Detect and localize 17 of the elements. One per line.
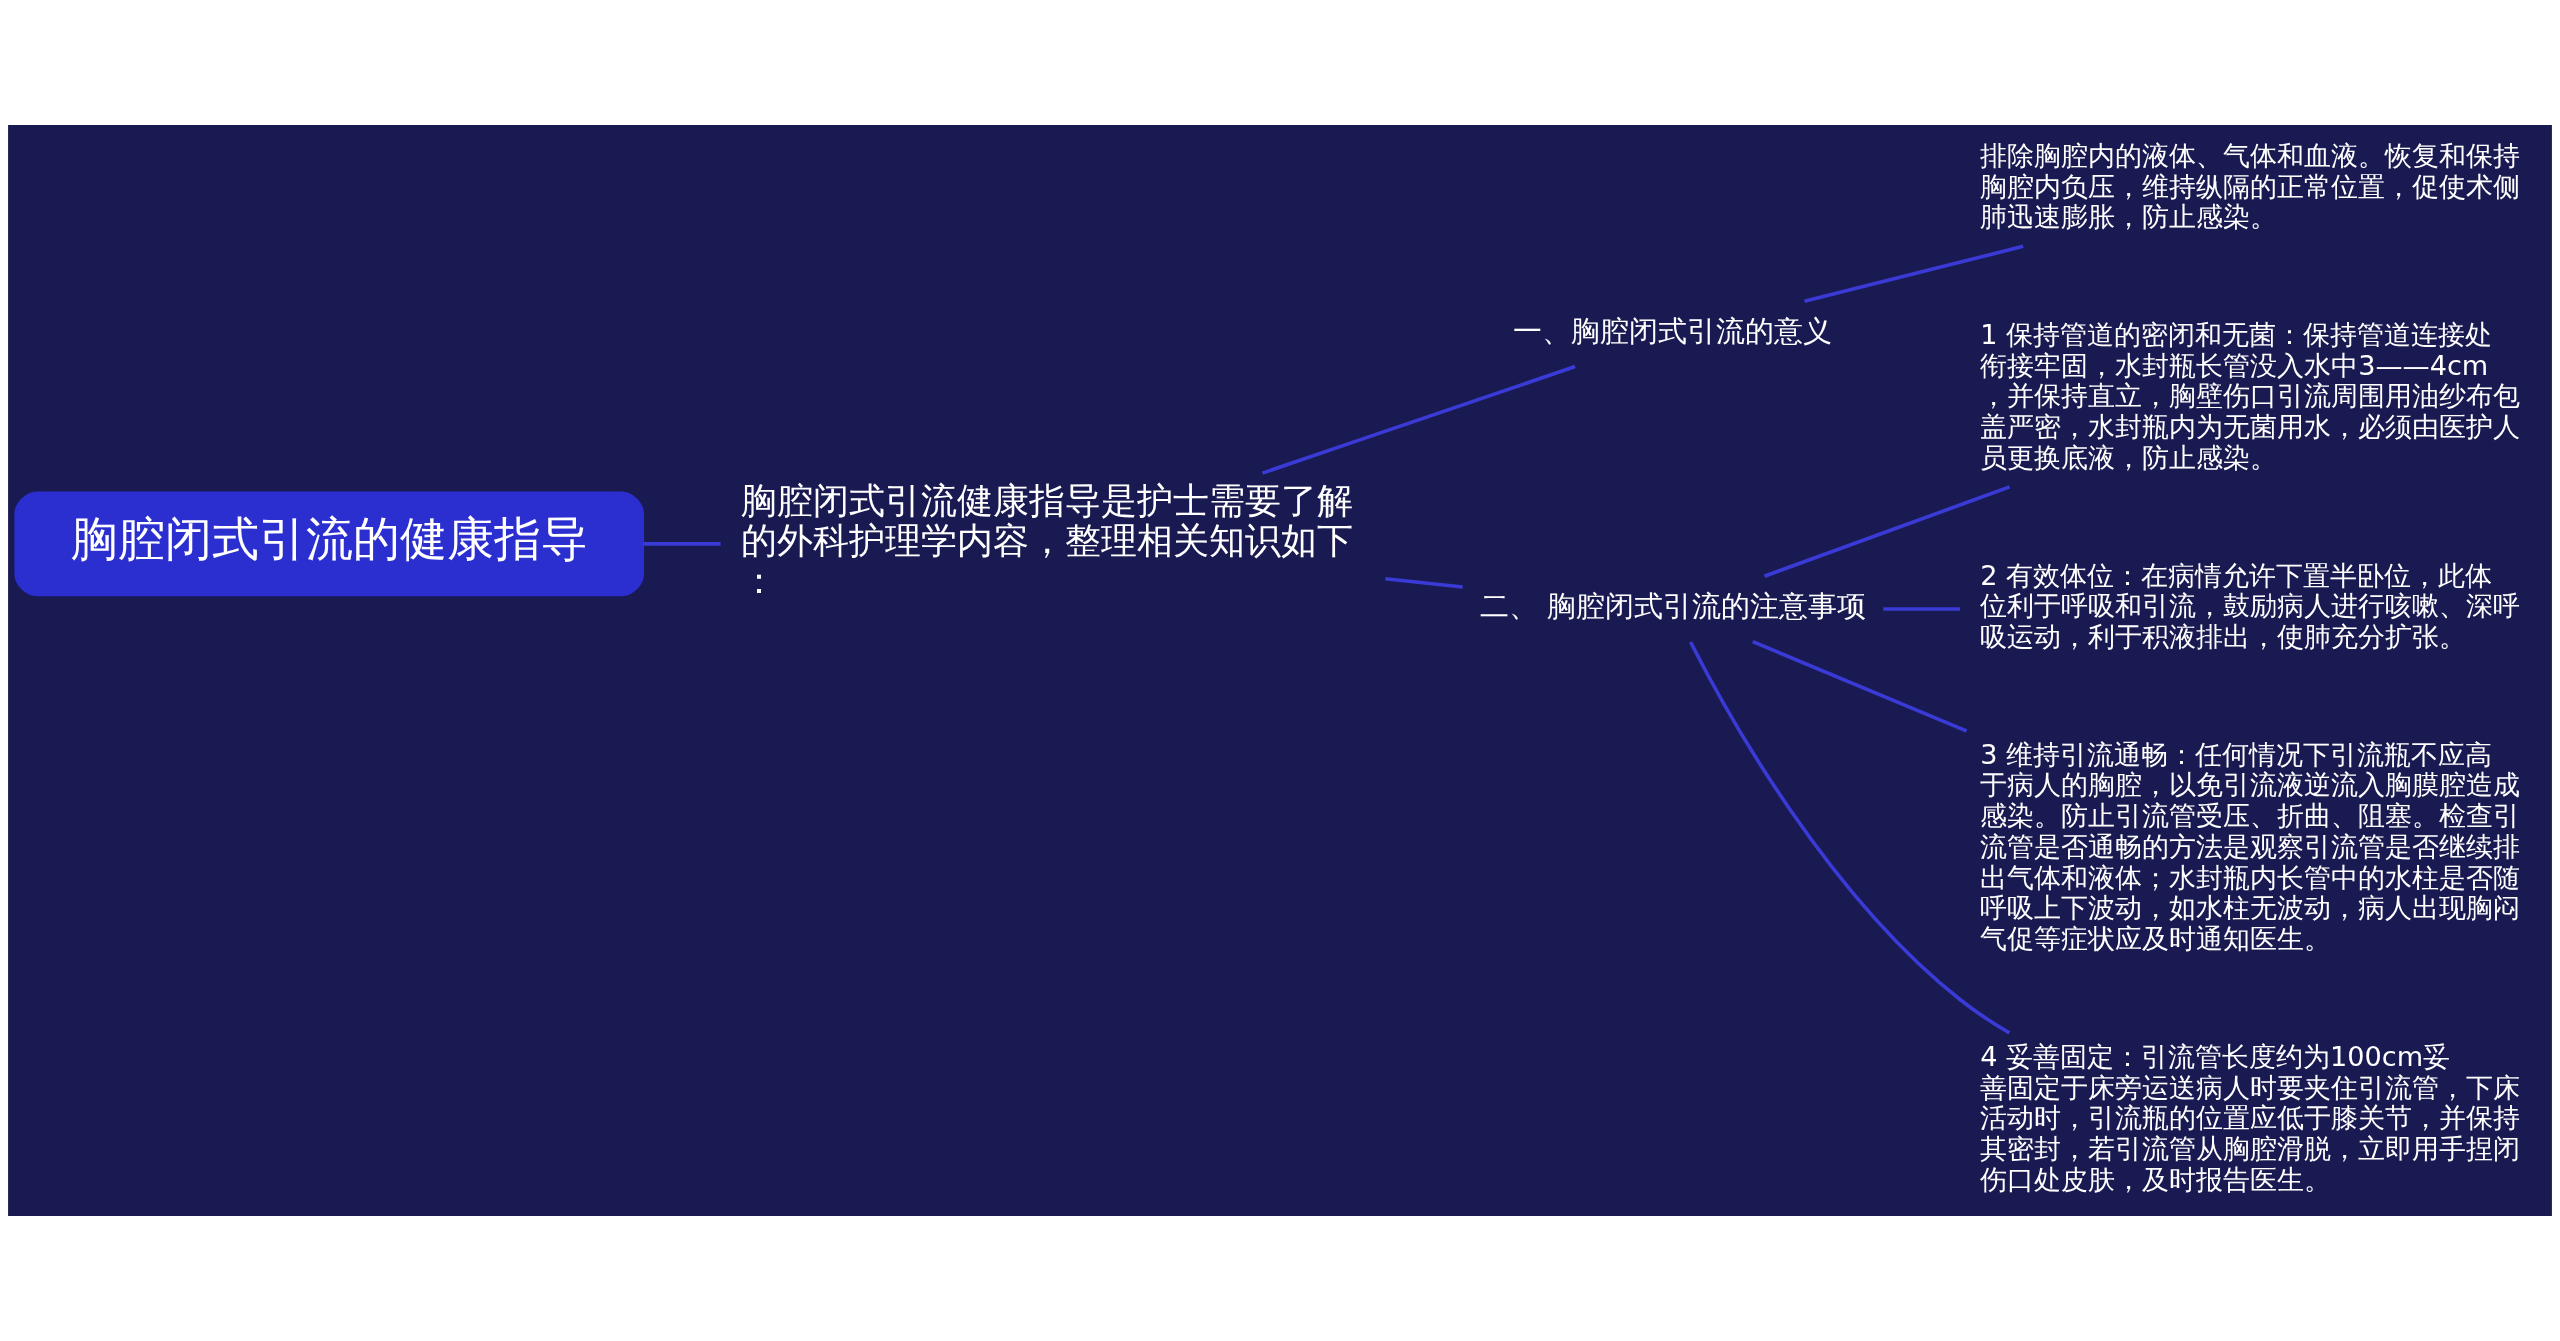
node-text: 胸腔闭式引流健康指导是护士需要了解的外科护理学内容，整理相关知识如下： (740, 479, 1353, 602)
connector (1763, 485, 2011, 578)
connector (643, 542, 721, 546)
node-box: 胸腔闭式引流的健康指导 (14, 491, 645, 597)
node-text: 1 保持管道的密闭和无菌：保持管道连接处衔接牢固，水封瓶长管没入水中3——4cm，并保持直立，胸壁伤口引流周围用油纱布包盖严密，水封瓶内为无菌用水，必须由医护人员更换底液，防止感染。 (1980, 318, 2521, 473)
connector (1883, 607, 1960, 611)
connector (1261, 364, 1576, 475)
connector (1752, 640, 1968, 733)
connector (1385, 577, 1463, 589)
node-text: 4 妥善固定：引流管长度约为100cm妥善固定于床旁运送病人时要夹住引流管，下床活动时，引流瓶的位置应低于膝关节，并保持其密封，若引流管从胸腔滑脱，立即用手捏闭伤口处皮肤，及时报告医生。 (1980, 1040, 2521, 1195)
node-text: 二、 胸腔闭式引流的注意事项 (1479, 588, 1866, 623)
node-text: 排除胸腔内的液体、气体和血液。恢复和保持胸腔内负压，维持纵隔的正常位置，促使术侧肺迅速膨胀，防止感染。 (1980, 139, 2521, 233)
node-text: 2 有效体位：在病情允许下置半卧位，此体位利于呼吸和引流，鼓励病人进行咳嗽、深呼吸运动，利于积液排出，使肺充分扩张。 (1980, 559, 2521, 653)
connector (1688, 641, 2011, 1035)
node-text: 3 维持引流通畅：任何情况下引流瓶不应高于病人的胸腔，以免引流液逆流入胸膜腔造成感染。防止引流管受压、折曲、阻塞。检查引流管是否通畅的方法是观察引流管是否继续排出气体和液体；水封瓶内长管中的水柱是否随呼吸上下波动，如水柱无波动，病人出现胸闷气促等症状应及时通知医生。 (1980, 738, 2521, 955)
node-text: 一、胸腔闭式引流的意义 (1513, 313, 1833, 348)
connector (1804, 244, 2024, 304)
